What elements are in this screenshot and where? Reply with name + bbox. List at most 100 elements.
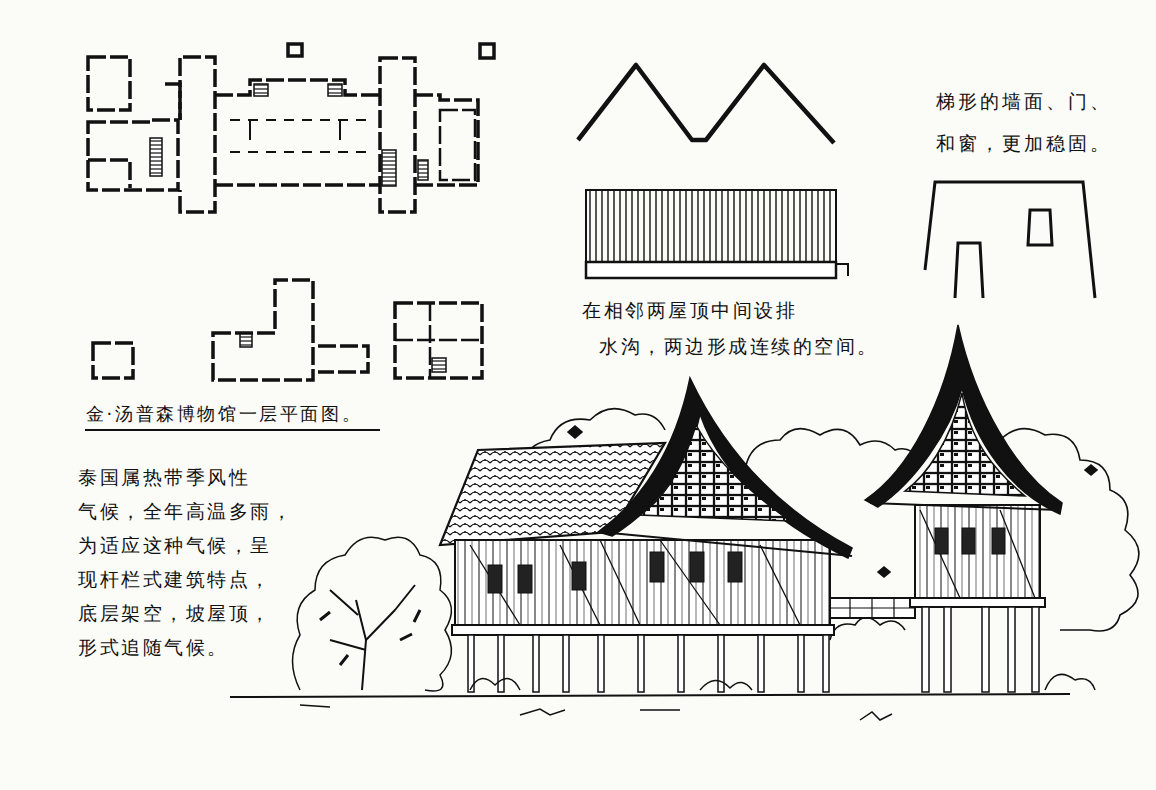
stilt-house xyxy=(962,528,975,554)
stilt-house xyxy=(518,565,532,593)
background-trees xyxy=(745,429,920,470)
stair-symbol xyxy=(150,138,162,176)
ground-line xyxy=(230,674,1095,720)
note-text: 在相邻两屋顶中间设排 水沟，两边形成连续的空间。 xyxy=(582,292,879,364)
floor-plan xyxy=(88,120,178,190)
text-line: 气候，全年高温多雨， xyxy=(78,494,293,528)
gutter-section xyxy=(586,262,836,278)
text-line: 形式追随气候。 xyxy=(78,630,293,664)
text-line: 为适应这种气候，呈 xyxy=(78,528,293,562)
stilt-house xyxy=(718,635,724,692)
floor-plan xyxy=(213,280,313,380)
floor-plan xyxy=(288,44,302,56)
stair-symbol xyxy=(254,84,268,96)
floor-plan xyxy=(250,120,340,140)
stilt-house xyxy=(915,505,1040,600)
text-line: 泰国属热带季风性 xyxy=(78,460,293,494)
stair-symbol xyxy=(150,84,446,372)
text-line: 和窗，更加稳固。 xyxy=(936,122,1112,164)
stilt-house xyxy=(870,503,1060,510)
floor-plan xyxy=(215,80,380,95)
tree-sketch xyxy=(293,537,452,691)
gutter-section xyxy=(586,190,836,262)
text-line: 在相邻两屋顶中间设排 xyxy=(582,292,879,328)
stilt-house xyxy=(922,607,929,692)
stilt-house xyxy=(572,562,586,590)
gutter-section xyxy=(586,190,848,278)
stilt-house xyxy=(563,635,569,692)
floor-plan xyxy=(318,346,368,372)
gutter-section xyxy=(836,264,848,276)
text-line: 梯形的墙面、门、 xyxy=(936,80,1112,122)
ground-line xyxy=(470,674,1095,690)
trapezoid-wall xyxy=(1028,210,1052,245)
floor-plan xyxy=(395,303,482,378)
floor-plan xyxy=(230,120,370,152)
stair-symbol xyxy=(240,333,252,347)
stilt-house xyxy=(598,378,852,558)
stilt-house xyxy=(1008,607,1015,692)
stilt-house xyxy=(823,635,829,692)
floor-plan xyxy=(93,343,133,378)
text-line: 水沟，两边形成连续的空间。 xyxy=(582,328,879,364)
tree-sketch xyxy=(293,537,452,691)
stair-symbol xyxy=(432,358,446,372)
background-trees xyxy=(830,618,905,641)
floor-plan xyxy=(380,58,415,212)
stilt-house xyxy=(758,635,764,692)
text-line: 金·汤普森博物馆一层平面图。 xyxy=(86,402,362,426)
stilt-house xyxy=(920,510,1035,598)
stilt-house xyxy=(922,607,1039,692)
ground-line xyxy=(230,694,1070,697)
stilt-house xyxy=(830,598,915,618)
stilt-house xyxy=(498,635,504,692)
stilt-house xyxy=(533,635,539,692)
trapezoid-wall xyxy=(925,182,1095,298)
floor-plan xyxy=(93,280,482,380)
stilt-house xyxy=(488,565,502,593)
stilt-house xyxy=(935,528,948,554)
stilt-house xyxy=(488,552,742,593)
stilt-house xyxy=(440,325,1062,692)
text-line: 底层架空，坡屋顶， xyxy=(78,596,293,630)
stilt-house xyxy=(650,552,664,582)
tree-sketch xyxy=(320,610,420,665)
stilt-house xyxy=(468,635,474,692)
floor-plan xyxy=(415,95,478,185)
stair-symbol xyxy=(382,150,396,186)
stilt-house xyxy=(910,598,1045,607)
stilt-house xyxy=(452,625,834,635)
stilt-house xyxy=(455,540,830,628)
floor-plan xyxy=(215,183,380,187)
stilt-house xyxy=(678,635,684,692)
floor-plan xyxy=(88,44,494,212)
note-text: 泰国属热带季风性 气候，全年高温多雨， 为适应这种气候，呈 现杆栏式建筑特点， … xyxy=(78,460,293,664)
stair-symbol xyxy=(328,84,342,96)
trapezoid-wall xyxy=(955,243,983,298)
text-line: 现杆栏式建筑特点， xyxy=(78,562,293,596)
stilt-house xyxy=(470,540,800,625)
floor-plan xyxy=(165,84,180,120)
ground-line xyxy=(300,705,892,720)
floor-plan xyxy=(88,57,130,110)
stilt-house xyxy=(905,393,1025,496)
stilt-house xyxy=(690,552,704,582)
stair-symbol xyxy=(418,160,428,180)
stilt-house xyxy=(1032,607,1039,692)
stilt-house xyxy=(598,635,604,692)
stilt-house xyxy=(600,532,852,556)
stilt-house xyxy=(468,635,829,692)
floor-plan xyxy=(180,57,215,212)
note-text: 梯形的墙面、门、 和窗，更加稳固。 xyxy=(936,80,1112,164)
stilt-house xyxy=(638,635,644,692)
stilt-house xyxy=(728,552,742,582)
stilt-house xyxy=(798,635,804,692)
floor-plan xyxy=(440,110,475,180)
trapezoid-wall xyxy=(925,182,1095,298)
floor-plan xyxy=(480,44,494,58)
stilt-house xyxy=(865,325,1062,514)
stilt-house xyxy=(440,443,665,545)
note-text: 金·汤普森博物馆一层平面图。 xyxy=(86,402,362,426)
